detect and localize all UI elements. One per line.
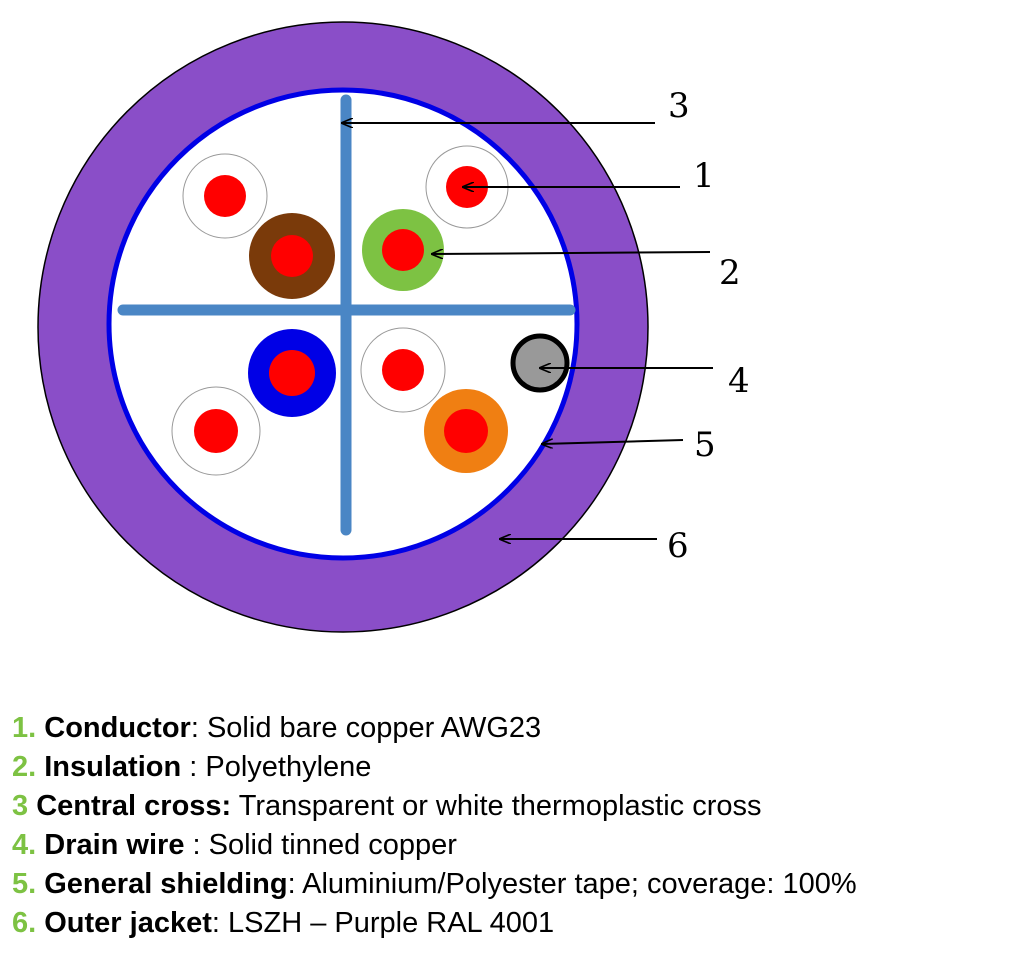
legend-number: 1. — [12, 712, 37, 744]
legend-description: : Solid tinned copper — [184, 829, 457, 861]
callout-arrow-5 — [542, 440, 684, 444]
component-legend: 1. Conductor: Solid bare copper AWG23 2.… — [12, 709, 1017, 943]
cable-cross-section-diagram: 3 1 2 4 5 6 — [37, 21, 750, 633]
legend-term: General shielding — [44, 868, 288, 900]
drain-wire — [510, 333, 570, 393]
legend-term: Outer jacket — [44, 907, 212, 939]
wire-brown — [249, 213, 335, 299]
wire-green — [362, 209, 444, 291]
legend-term: Insulation — [44, 751, 182, 783]
wire-white-bottom-left — [171, 386, 261, 476]
callout-label-2: 2 — [719, 253, 741, 293]
legend-number: 4. — [12, 829, 37, 861]
callout-label-5: 5 — [694, 425, 716, 465]
legend-item-general-shielding: 5. General shielding: Aluminium/Polyeste… — [12, 865, 1017, 904]
legend-description: : Aluminium/Polyester tape; coverage: 10… — [287, 868, 857, 900]
callout-label-3: 3 — [668, 86, 690, 126]
legend-term: Central cross: — [36, 790, 232, 822]
legend-item-insulation: 2. Insulation : Polyethylene — [12, 748, 1017, 787]
legend-term: Drain wire — [44, 829, 185, 861]
callout-arrow-2 — [432, 252, 711, 254]
legend-description: : Polyethylene — [181, 751, 372, 783]
legend-description: Transparent or white thermoplastic cross — [231, 790, 762, 822]
legend-number: 6. — [12, 907, 37, 939]
legend-item-drain-wire: 4. Drain wire : Solid tinned copper — [12, 826, 1017, 865]
legend-item-conductor: 1. Conductor: Solid bare copper AWG23 — [12, 709, 1017, 748]
callout-label-1: 1 — [693, 156, 715, 196]
legend-number: 3 — [12, 790, 29, 822]
legend-description: : LSZH – Purple RAL 4001 — [211, 907, 555, 939]
legend-number: 2. — [12, 751, 37, 783]
wire-blue — [248, 329, 336, 417]
wire-orange — [424, 389, 508, 473]
legend-number: 5. — [12, 868, 37, 900]
legend-description: : Solid bare copper AWG23 — [190, 712, 542, 744]
wire-white-top-left — [182, 153, 268, 239]
legend-item-outer-jacket: 6. Outer jacket: LSZH – Purple RAL 4001 — [12, 904, 1017, 943]
callout-label-6: 6 — [667, 526, 689, 566]
legend-term: Conductor — [44, 712, 191, 744]
legend-item-central-cross: 3 Central cross: Transparent or white th… — [12, 787, 1017, 826]
callout-label-4: 4 — [728, 361, 750, 401]
wire-white-center-right — [360, 327, 446, 413]
